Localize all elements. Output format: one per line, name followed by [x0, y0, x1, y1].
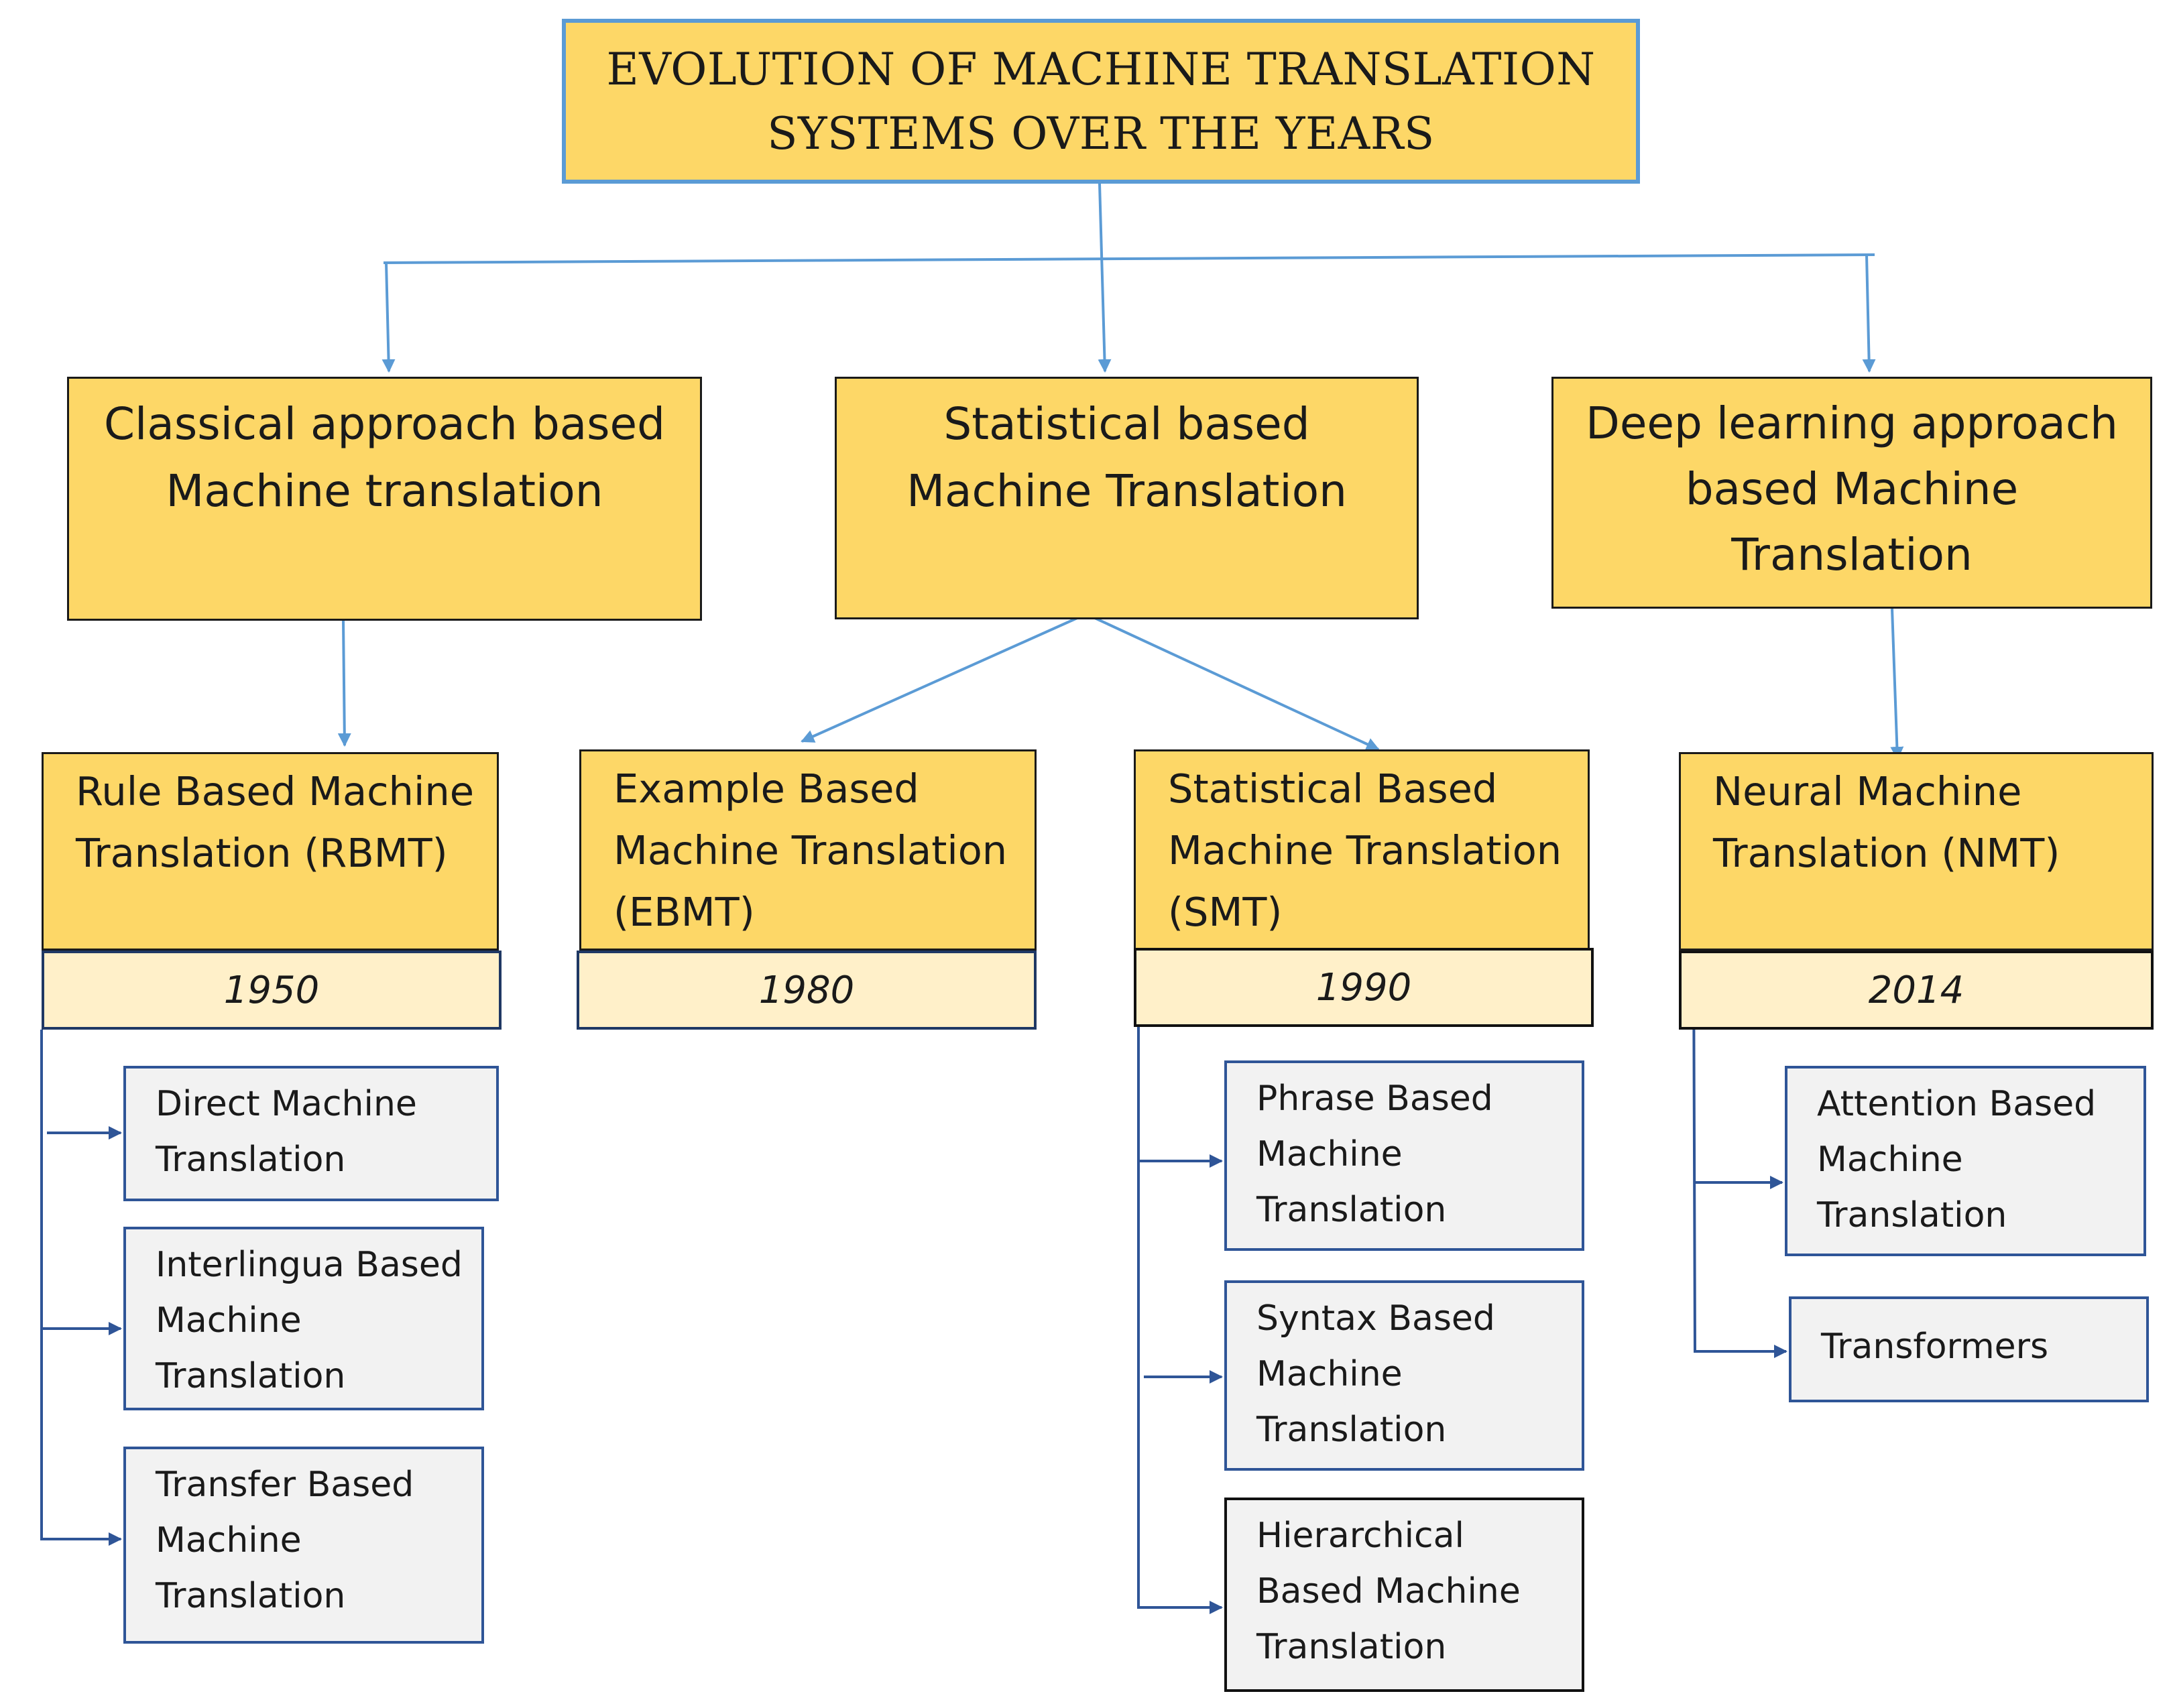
system-ebmt-line-1: Example Based: [613, 766, 919, 812]
category-deep-learning: Deep learning approach based Machine Tra…: [1551, 377, 2152, 609]
system-rbmt-line-2: Translation (RBMT): [76, 830, 448, 876]
subtype-phrase-line-1: Phrase Based: [1256, 1079, 1493, 1119]
subtype-syntax-line-2: Machine: [1256, 1354, 1403, 1394]
year-nmt: 2014: [1679, 951, 2154, 1030]
classical-to-rbmt: [337, 620, 351, 747]
subtype-attention-line-2: Machine: [1817, 1140, 1963, 1180]
subtype-hierarchical-line-1: Hierarchical: [1256, 1516, 1464, 1556]
subtype-transfer-line-2: Machine: [156, 1520, 302, 1561]
category-statistical: Statistical based Machine Translation: [835, 377, 1419, 619]
subtype-syntax: Syntax Based Machine Translation: [1224, 1280, 1584, 1471]
rbmt-bracket: [40, 1030, 122, 1546]
system-ebmt-line-2: Machine Translation: [613, 827, 1008, 873]
statistical-to-ebmt: [801, 613, 1087, 743]
subtype-phrase: Phrase Based Machine Translation: [1224, 1060, 1584, 1251]
subtype-transfer-line-1: Transfer Based: [156, 1465, 414, 1505]
branch-to-classical: [381, 262, 396, 373]
category-deep-line-2: based Machine: [1685, 463, 2019, 515]
subtype-transfer-line-3: Translation: [156, 1576, 346, 1616]
subtype-hierarchical-line-2: Based Machine: [1256, 1571, 1521, 1611]
deep-to-nmt: [1890, 608, 1904, 760]
statistical-to-smt: [1085, 613, 1380, 751]
subtype-interlingua-line-1: Interlingua Based: [156, 1245, 463, 1285]
system-rbmt: Rule Based Machine Translation (RBMT): [42, 752, 499, 951]
subtype-hierarchical-line-3: Translation: [1256, 1627, 1447, 1667]
subtype-attention-line-3: Translation: [1817, 1195, 2007, 1235]
title-line-2: SYSTEMS OVER THE YEARS: [767, 108, 1435, 160]
subtype-interlingua-line-3: Translation: [156, 1356, 346, 1396]
category-statistical-line-1: Statistical based: [943, 398, 1310, 450]
subtype-transfer: Transfer Based Machine Translation: [123, 1447, 484, 1644]
category-statistical-line-2: Machine Translation: [906, 465, 1347, 517]
year-rbmt: 1950: [42, 951, 502, 1030]
system-smt-line-1: Statistical Based: [1168, 766, 1498, 812]
system-nmt-line-1: Neural Machine: [1713, 768, 2022, 814]
subtype-phrase-line-3: Translation: [1256, 1190, 1447, 1230]
subtype-syntax-line-3: Translation: [1256, 1410, 1447, 1450]
year-ebmt: 1980: [577, 951, 1037, 1030]
subtype-hierarchical: Hierarchical Based Machine Translation: [1224, 1498, 1584, 1692]
system-smt-line-2: Machine Translation: [1168, 827, 1562, 873]
category-classical: Classical approach based Machine transla…: [67, 377, 702, 621]
diagram-title: EVOLUTION OF MACHINE TRANSLATION SYSTEMS…: [562, 19, 1640, 184]
subtype-interlingua: Interlingua Based Machine Translation: [123, 1227, 484, 1410]
subtype-direct: Direct Machine Translation: [123, 1066, 499, 1201]
system-nmt: Neural Machine Translation (NMT): [1679, 752, 2154, 951]
system-ebmt-line-3: (EBMT): [613, 889, 755, 935]
system-rbmt-line-1: Rule Based Machine: [76, 768, 475, 814]
subtype-transformers-line-1: Transformers: [1821, 1327, 2049, 1367]
category-classical-line-2: Machine translation: [166, 465, 603, 517]
subtype-attention-line-1: Attention Based: [1817, 1084, 2097, 1124]
system-ebmt: Example Based Machine Translation (EBMT): [579, 749, 1037, 951]
category-classical-line-1: Classical approach based: [103, 398, 666, 450]
subtype-syntax-line-1: Syntax Based: [1256, 1298, 1495, 1339]
subtype-phrase-line-2: Machine: [1256, 1134, 1403, 1174]
title-line-1: EVOLUTION OF MACHINE TRANSLATION: [606, 44, 1596, 95]
title-branch-line: [383, 253, 1875, 264]
title-trunk-line: [1098, 183, 1112, 373]
subtype-direct-line-1: Direct Machine: [156, 1084, 417, 1124]
category-deep-line-1: Deep learning approach: [1586, 398, 2118, 449]
branch-to-deep: [1862, 254, 1876, 373]
smt-bracket: [1137, 1027, 1223, 1614]
subtype-interlingua-line-2: Machine: [156, 1300, 302, 1341]
system-smt: Statistical Based Machine Translation (S…: [1134, 749, 1590, 951]
year-smt: 1990: [1134, 948, 1594, 1027]
system-smt-line-3: (SMT): [1168, 889, 1283, 935]
subtype-transformers: Transformers: [1789, 1296, 2149, 1402]
subtype-attention: Attention Based Machine Translation: [1785, 1066, 2146, 1256]
subtype-direct-line-2: Translation: [156, 1140, 346, 1180]
system-nmt-line-2: Translation (NMT): [1713, 830, 2060, 876]
nmt-bracket: [1692, 950, 1787, 1358]
category-deep-line-3: Translation: [1731, 529, 1973, 581]
